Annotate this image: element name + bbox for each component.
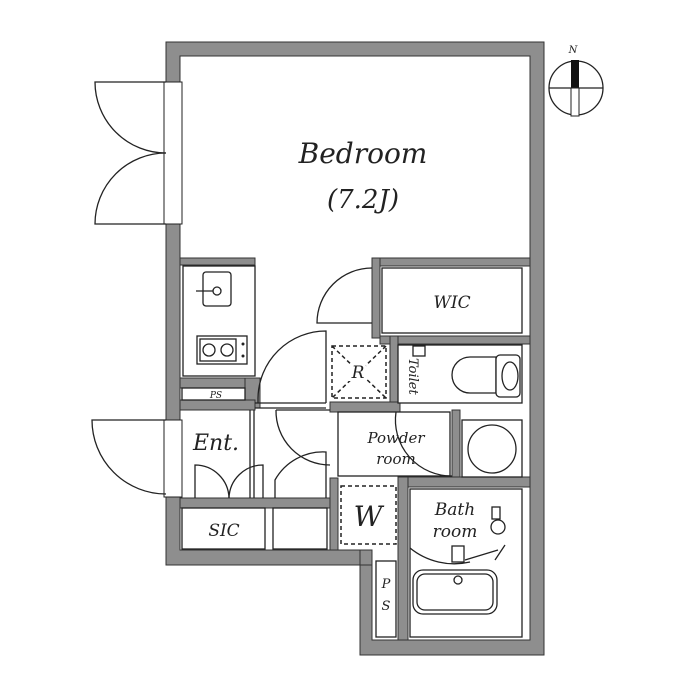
powder-room-label-2: room <box>376 450 415 468</box>
washer-space <box>340 485 397 545</box>
toilet-label: Toilet <box>405 358 420 395</box>
washer-label: W <box>354 500 385 533</box>
balcony-door-opening <box>163 81 183 225</box>
stove-icon <box>196 335 248 365</box>
shower-icon <box>490 519 506 535</box>
shoe-closet[interactable] <box>181 507 266 550</box>
faucet-icon <box>212 286 222 296</box>
hall-door[interactable] <box>257 330 327 403</box>
toilet-door[interactable] <box>394 411 453 477</box>
bedroom-label: Bedroom <box>298 137 428 170</box>
ps-bath-label-1: P <box>381 577 391 592</box>
wall <box>371 257 381 339</box>
entrance-door[interactable] <box>91 419 167 495</box>
toilet-bowl-icon <box>451 356 497 394</box>
wall <box>359 549 373 566</box>
outer-wall <box>165 41 545 656</box>
ps-kitchen-label: PS <box>209 391 222 401</box>
powder-room <box>337 411 451 477</box>
wall <box>371 257 531 267</box>
toilet-fixture <box>412 345 426 357</box>
washbasin-icon <box>467 424 517 474</box>
refrigerator-space <box>331 345 387 399</box>
north-compass-icon: N <box>548 45 604 117</box>
bathroom-door[interactable] <box>409 547 471 565</box>
wall <box>329 477 339 551</box>
wall <box>179 497 336 509</box>
bathroom-label-1: Bath <box>434 500 475 520</box>
bedroom-size: (7.2J) <box>327 185 399 215</box>
shoe-closet-doors[interactable] <box>194 451 327 499</box>
wic-door[interactable] <box>316 267 373 324</box>
ps-kitchen <box>181 387 246 401</box>
entrance-label: Ent. <box>192 431 239 456</box>
wall <box>329 401 401 413</box>
wall <box>397 476 409 641</box>
storage[interactable] <box>272 507 328 550</box>
powder-room-label-1: Powder <box>366 429 425 447</box>
wall <box>179 399 256 411</box>
sink-cabinet <box>461 419 523 478</box>
compass-label: N <box>568 45 579 56</box>
refrigerator-label: R <box>351 363 365 383</box>
sic-label: SIC <box>208 521 239 541</box>
wic-closet[interactable] <box>381 267 523 334</box>
wall <box>379 335 531 345</box>
toilet-tank-icon <box>495 354 521 398</box>
wall <box>399 476 531 488</box>
entrance-door-opening <box>163 419 183 498</box>
balcony-door[interactable] <box>94 81 167 225</box>
ps-bath-label-2: S <box>382 599 391 614</box>
wall <box>179 257 256 266</box>
wic-label: WIC <box>433 293 470 313</box>
bathtub-icon <box>412 569 498 615</box>
bathroom-label-2: room <box>433 522 478 542</box>
hall-door-2[interactable] <box>275 409 331 466</box>
wall <box>451 409 461 478</box>
wall <box>389 335 399 410</box>
ps-bath <box>375 560 397 638</box>
